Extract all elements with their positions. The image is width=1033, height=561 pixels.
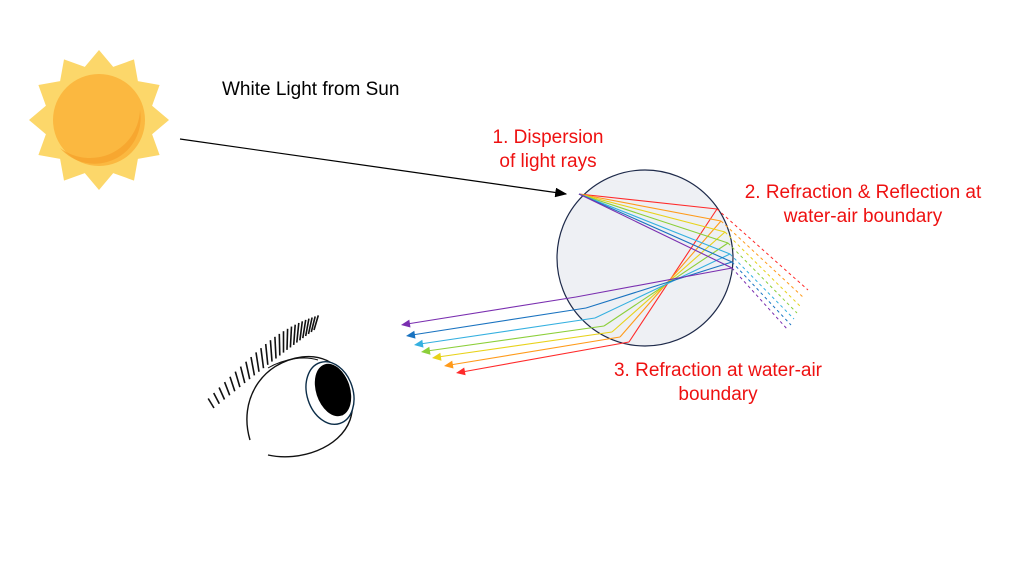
eyelash <box>307 317 313 335</box>
reflection-line-2: water-air boundary <box>783 206 943 227</box>
eyelash <box>302 319 307 339</box>
eyelash <box>264 343 269 365</box>
reflected-ray <box>594 253 731 319</box>
eyelashes <box>207 315 320 409</box>
ray-arrowhead <box>421 346 431 355</box>
eyelash <box>245 361 251 380</box>
refraction-line-2: boundary <box>678 384 758 405</box>
eyelash <box>239 366 246 384</box>
transmitted-ray <box>731 267 789 331</box>
ray-arrowhead <box>444 360 454 369</box>
ray-arrowhead <box>406 330 416 339</box>
eyelash <box>234 371 241 388</box>
eyelash <box>299 321 304 341</box>
spectrum-rays <box>401 193 809 376</box>
internal-ray <box>578 193 726 233</box>
exit-ray <box>406 296 577 325</box>
dispersion-line-2: of light rays <box>499 151 597 172</box>
eyelash <box>269 340 273 362</box>
ray-arrowhead <box>456 367 466 376</box>
eyelid-crease <box>267 357 319 369</box>
dispersion-line-1: 1. Dispersion <box>492 127 604 148</box>
sun-body <box>53 74 145 166</box>
ray-arrowhead <box>401 319 411 328</box>
dispersion-label: 1. Dispersion of light rays <box>468 126 628 174</box>
pupil <box>314 363 352 417</box>
internal-ray <box>578 193 722 222</box>
eye-icon <box>207 315 355 458</box>
eyelash <box>255 352 260 372</box>
eyelash <box>304 318 310 337</box>
ray-arrowhead <box>432 352 442 361</box>
transmitted-ray <box>731 261 792 326</box>
reflected-ray <box>575 267 733 298</box>
sun-light-label: White Light from Sun <box>222 79 400 100</box>
exit-ray <box>426 325 605 352</box>
internal-ray <box>578 193 718 210</box>
internal-ray <box>578 193 733 263</box>
eyelash <box>286 328 289 350</box>
eyelash <box>310 316 316 333</box>
internal-ray <box>578 193 729 244</box>
reflection-label: 2. Refraction & Reflection at water-air … <box>718 181 1008 229</box>
exit-ray <box>461 341 630 373</box>
white-light-arrow <box>179 138 568 198</box>
eyelash <box>260 347 265 369</box>
eyelash <box>296 322 300 343</box>
eyelash <box>223 381 231 396</box>
ray-arrowhead <box>414 339 424 348</box>
internal-ray <box>578 193 733 269</box>
exit-ray <box>437 331 613 358</box>
refraction-line-1: 3. Refraction at water-air <box>613 360 823 381</box>
eyelash <box>229 376 236 392</box>
eyelash <box>250 356 256 376</box>
exit-ray <box>419 317 596 345</box>
transmitted-ray <box>716 208 809 291</box>
sun-shading <box>60 110 141 164</box>
eyelash <box>218 387 226 400</box>
eyelash <box>278 333 281 356</box>
exit-ray <box>449 336 621 366</box>
internal-ray <box>578 193 731 255</box>
eyelash <box>289 326 293 348</box>
reflection-line-1: 2. Refraction & Reflection at <box>744 182 982 203</box>
eyelash <box>274 336 277 359</box>
transmitted-ray <box>729 253 795 320</box>
reflected-ray <box>585 261 733 309</box>
eyelash <box>292 324 296 345</box>
transmitted-ray <box>727 242 798 314</box>
exit-ray <box>411 307 587 336</box>
eyelash <box>313 315 320 331</box>
refraction-label: 3. Refraction at water-air boundary <box>588 359 848 407</box>
transmitted-ray <box>720 220 805 299</box>
eyelash <box>212 392 221 405</box>
eyelash <box>207 398 215 409</box>
raindrop-icon <box>556 169 734 347</box>
sun-icon <box>29 50 169 190</box>
